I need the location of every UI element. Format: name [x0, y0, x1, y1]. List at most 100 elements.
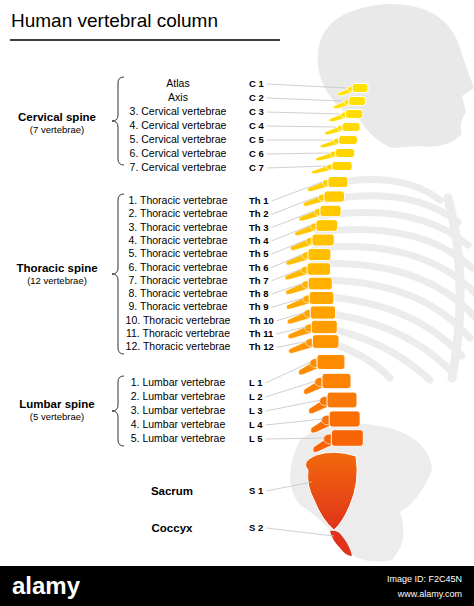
vertebrae	[285, 84, 368, 453]
vertebra-code: C 1	[249, 79, 264, 89]
leader-line	[266, 381, 316, 397]
vertebra-name: 5. Lumbar vertebrae	[131, 433, 226, 445]
leader-line	[272, 284, 303, 295]
leader-line	[276, 327, 305, 334]
watermark: www.alamy.com	[398, 590, 462, 600]
vertebral-body	[308, 277, 332, 290]
leader-line	[267, 140, 333, 141]
vertebra-name: 6. Thoracic vertebrae	[128, 262, 227, 274]
region-name: Sacrum	[151, 485, 193, 498]
vertebra-code: Th 11	[249, 329, 273, 339]
vertebral-body	[328, 177, 348, 188]
vertebra-code: Th 6	[249, 262, 269, 272]
vertebra-name: 7. Cervical vertebrae	[130, 162, 227, 174]
vertebral-body	[324, 191, 345, 202]
vertebral-body	[331, 430, 363, 447]
region-name: Lumbar spine	[19, 398, 94, 411]
title-underline	[10, 39, 280, 40]
vertebra-name: 8. Thoracic vertebrae	[128, 288, 227, 300]
vertebra-code: Th 12	[249, 342, 274, 352]
region-name: Coccyx	[152, 522, 193, 535]
pelvis-silhouette	[290, 424, 432, 562]
vertebral-body	[345, 110, 362, 119]
vertebral-body	[327, 392, 357, 408]
vertebra-name: 3. Thoracic vertebrae	[128, 222, 227, 234]
vertebral-body	[309, 292, 334, 305]
skull-silhouette	[318, 4, 474, 148]
vertebra	[303, 191, 344, 206]
leader-line	[272, 269, 302, 281]
vertebra-name: 9. Thoracic vertebrae	[128, 302, 227, 314]
vertebra-code: L 5	[249, 434, 263, 444]
vertebra-code: Th 9	[249, 302, 269, 312]
vertebra-code: Th 1	[249, 196, 269, 206]
leader-line	[277, 313, 304, 321]
leader-line	[272, 255, 302, 268]
vertebra-name: 1. Thoracic vertebrae	[128, 195, 227, 207]
vertebra-code: C 4	[249, 121, 264, 131]
vertebra-name: 3. Cervical vertebrae	[130, 106, 227, 118]
leader-line	[272, 298, 304, 307]
vertebra	[295, 220, 338, 236]
vertebra-name: 2. Thoracic vertebrae	[128, 209, 227, 221]
vertebra-name: 11. Thoracic vertebrae	[126, 328, 230, 340]
vertebra-name: 4. Cervical vertebrae	[130, 120, 227, 132]
vertebra	[333, 97, 365, 109]
vertebra-count: (5 vertebrae)	[30, 412, 84, 422]
vertebra-name: 7. Thoracic vertebrae	[128, 275, 227, 287]
sacrum-bone	[305, 452, 357, 530]
rib-cage	[313, 180, 474, 380]
vertebra-code: Th 7	[249, 276, 269, 286]
diagram-title: Human vertebral column	[11, 10, 218, 32]
leader-line	[277, 342, 307, 348]
vertebral-body	[317, 355, 345, 370]
leader-line	[267, 98, 343, 101]
vertebral-body	[332, 162, 352, 171]
leader-line	[272, 226, 310, 241]
region-name: Cervical spine	[18, 111, 96, 124]
vertebral-body	[316, 220, 338, 232]
vertebra-name: Atlas	[166, 78, 189, 90]
leader-line	[267, 166, 326, 168]
leader-line	[272, 197, 318, 215]
vertebral-body	[349, 97, 366, 106]
vertebra	[289, 335, 339, 354]
vertebra-code: S 2	[249, 523, 263, 533]
leader-line	[267, 112, 340, 114]
leader-line	[272, 240, 306, 254]
leader-line	[267, 126, 336, 127]
vertebra	[311, 162, 352, 174]
vertebra-name: 4. Lumbar vertebrae	[131, 419, 226, 431]
vertebra-name: 3. Lumbar vertebrae	[131, 405, 226, 417]
watermark: alamy	[12, 573, 80, 599]
vertebra-code: C 6	[249, 149, 264, 159]
vertebral-body	[322, 373, 351, 388]
watermark: Image ID: F2C45N	[387, 575, 462, 585]
vertebra	[316, 149, 355, 161]
vertebra	[307, 177, 348, 192]
vertebra-code: S 1	[249, 486, 263, 496]
leader-line	[266, 528, 334, 536]
vertebra-code: Th 8	[249, 289, 269, 299]
leader-line	[266, 482, 312, 491]
vertebra-name: 2. Lumbar vertebrae	[131, 391, 226, 403]
vertebra-name: 6. Cervical vertebrae	[130, 148, 227, 160]
vertebra-code: Th 2	[249, 209, 269, 219]
vertebra	[320, 136, 357, 148]
coccyx-bone	[330, 531, 352, 556]
vertebral-body	[352, 84, 368, 93]
vertebral-body	[308, 248, 331, 260]
vertebra-code: L 3	[249, 406, 263, 416]
vertebra-code: Th 4	[249, 236, 269, 246]
vertebra	[329, 110, 363, 122]
vertebra-code: L 1	[249, 378, 263, 388]
vertebra-name: 10. Thoracic vertebrae	[126, 315, 231, 327]
vertebra-code: L 2	[249, 392, 263, 402]
vertebral-body	[312, 234, 334, 246]
vertebra-code: C 5	[249, 135, 264, 145]
vertebra-code: C 2	[249, 93, 264, 103]
vertebral-body	[310, 306, 335, 319]
